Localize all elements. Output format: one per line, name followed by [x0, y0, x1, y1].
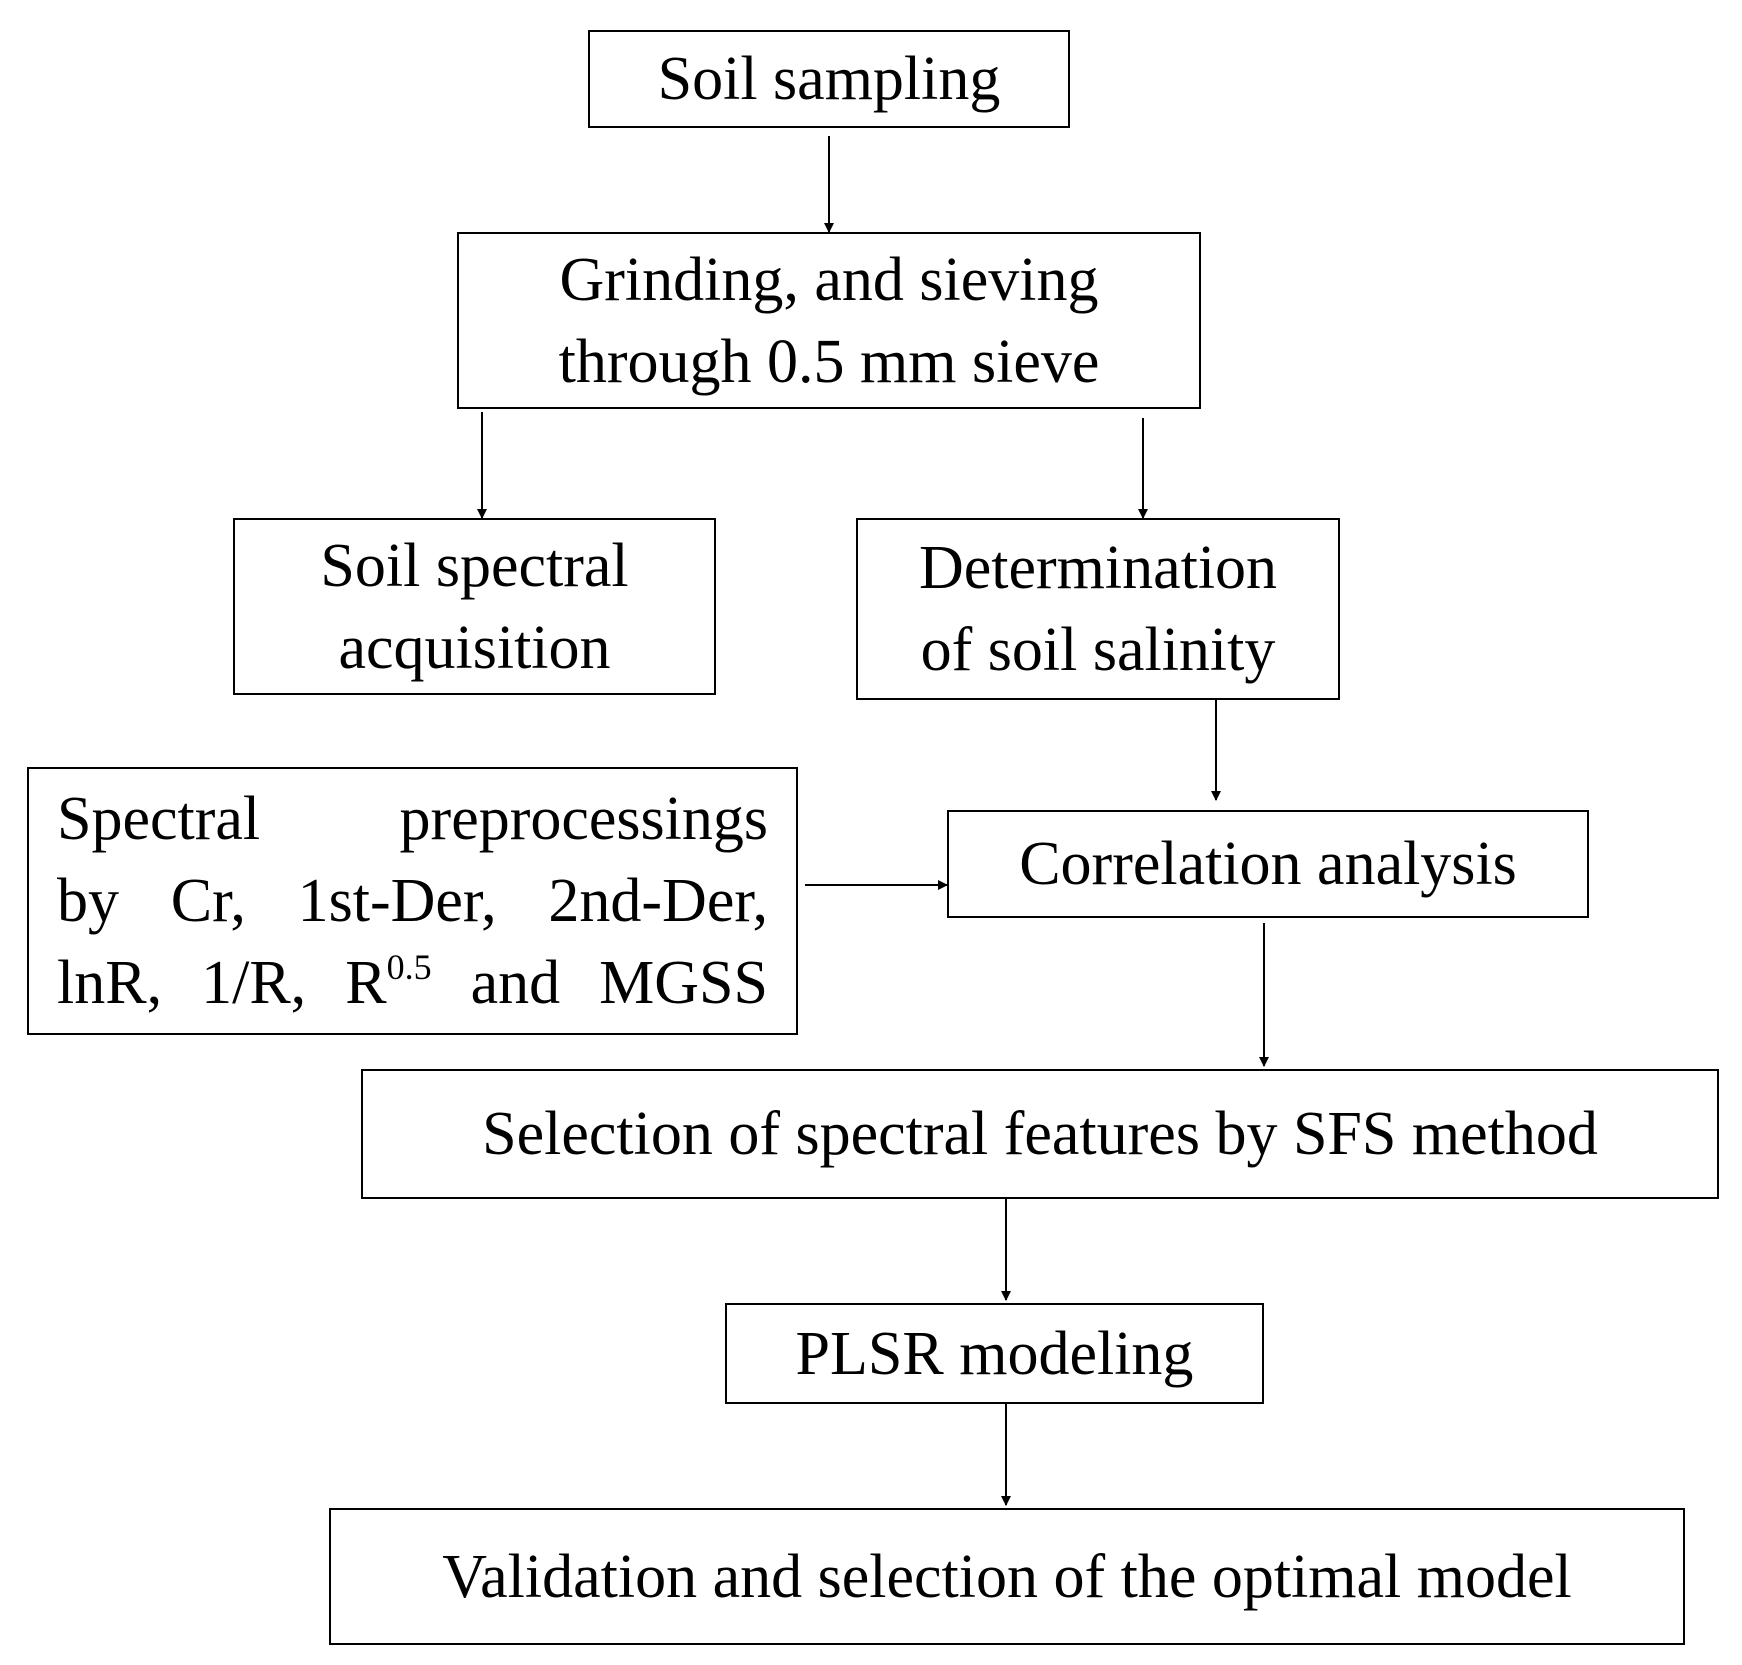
node-grinding-sieving: Grinding, and sieving through 0.5 mm sie… — [457, 232, 1201, 409]
node-label: Determination — [918, 534, 1278, 602]
node-label: of soil salinity — [920, 616, 1276, 684]
node-determination-salinity: Determination of soil salinity — [856, 518, 1340, 700]
node-soil-sampling: Soil sampling — [588, 30, 1070, 128]
node-label: Grinding, and sieving — [559, 245, 1099, 314]
node-soil-spectral-acquisition: Soil spectral acquisition — [233, 518, 716, 695]
formula-suffix: and MGSS — [431, 949, 768, 1017]
node-label: Spectral preprocessings — [57, 785, 768, 853]
node-validation: Validation and selection of the optimal … — [329, 1508, 1685, 1645]
formula-exponent: 0.5 — [386, 947, 432, 987]
node-label: Validation and selection of the optimal … — [442, 1542, 1572, 1611]
formula-prefix: lnR, 1/R, R — [57, 949, 387, 1017]
node-label: Correlation analysis — [1019, 830, 1517, 898]
node-correlation-analysis: Correlation analysis — [947, 810, 1589, 918]
node-feature-selection: Selection of spectral features by SFS me… — [361, 1069, 1719, 1199]
node-label: by Cr, 1st-Der, 2nd-Der, — [57, 867, 768, 935]
node-plsr-modeling: PLSR modeling — [725, 1303, 1264, 1404]
node-label-formula: lnR, 1/R, R0.5 and MGSS — [57, 942, 768, 1024]
node-label: Selection of spectral features by SFS me… — [482, 1100, 1598, 1168]
node-label: through 0.5 mm sieve — [558, 327, 1100, 396]
node-label: Soil sampling — [657, 45, 1001, 113]
node-spectral-preprocessing: Spectral preprocessings by Cr, 1st-Der, … — [27, 767, 798, 1035]
node-label: acquisition — [338, 613, 611, 682]
node-label: PLSR modeling — [795, 1319, 1194, 1388]
node-label: Soil spectral — [320, 531, 629, 600]
